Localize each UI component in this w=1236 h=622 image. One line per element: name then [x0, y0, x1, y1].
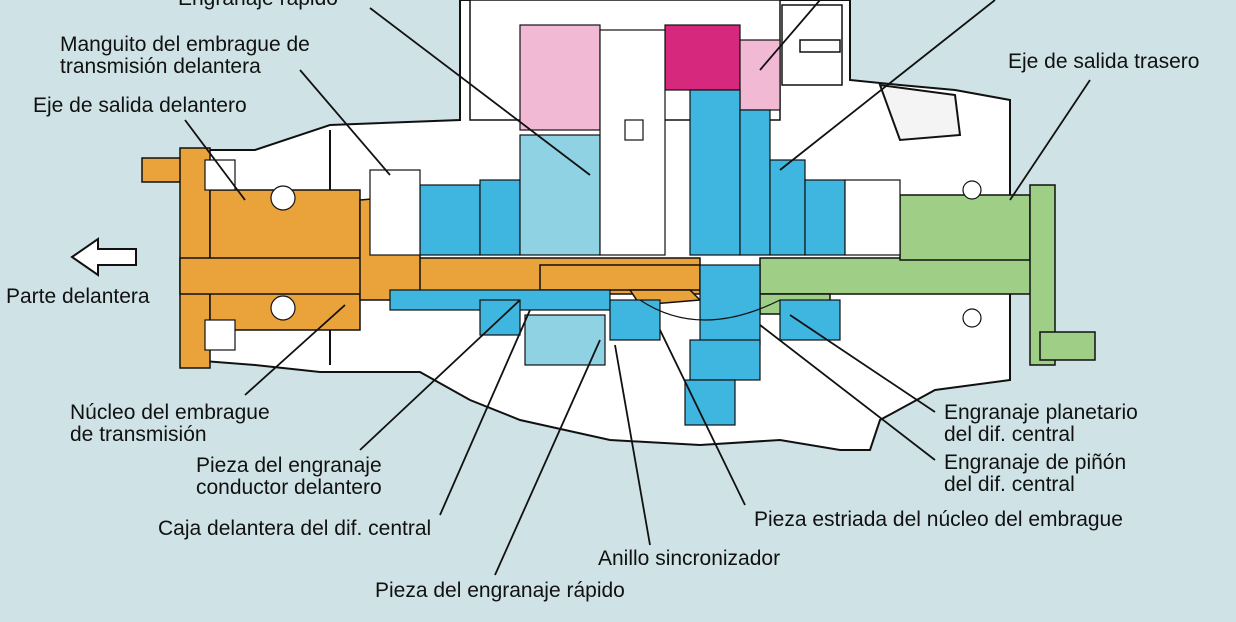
label-planetario-line2: del dif. central: [944, 423, 1075, 446]
label-planetario-line1: Engranaje planetario: [944, 401, 1138, 424]
label-manguito-embrague: Manguito del embrague de transmisión del…: [60, 34, 310, 78]
arrow-left-outline-icon: [70, 237, 137, 277]
label-engranaje-rapido-top: Engranaje rápido: [178, 0, 338, 10]
label-pieza-engranaje-conductor: Pieza del engranaje conductor delantero: [196, 455, 382, 499]
label-parte-delantera: Parte delantera: [6, 285, 150, 308]
label-engranaje-planetario: Engranaje planetario del dif. central: [944, 402, 1138, 446]
label-pinon-line2: del dif. central: [944, 473, 1075, 496]
label-eje-salida-delantero: Eje de salida delantero: [33, 94, 247, 117]
label-pieza-conductor-line1: Pieza del engranaje: [196, 454, 382, 477]
clutch-plates: [369, 29, 901, 256]
label-manguito-line1: Manguito del embrague de: [60, 33, 310, 56]
label-nucleo-line2: de transmisión: [70, 423, 207, 446]
label-engranaje-pinon: Engranaje de piñón del dif. central: [944, 452, 1126, 496]
label-pieza-conductor-line2: conductor delantero: [196, 476, 382, 499]
leader-lines: [184, 0, 1091, 576]
label-pieza-estriada: Pieza estriada del núcleo del embrague: [754, 508, 1123, 531]
blue-gears: [389, 89, 846, 426]
upper-gears: [519, 24, 781, 131]
label-nucleo-line1: Núcleo del embrague: [70, 401, 270, 424]
label-pinon-line1: Engranaje de piñón: [944, 451, 1127, 474]
bearings: [204, 159, 982, 351]
label-pieza-engranaje-rapido: Pieza del engranaje rápido: [375, 579, 625, 602]
label-anillo-sincronizador: Anillo sincronizador: [598, 547, 781, 570]
label-manguito-line2: transmisión delantera: [60, 55, 261, 78]
label-caja-delantera: Caja delantera del dif. central: [158, 517, 432, 540]
label-nucleo-embrague: Núcleo del embrague de transmisión: [70, 402, 270, 446]
label-eje-salida-trasero: Eje de salida trasero: [1008, 50, 1200, 73]
